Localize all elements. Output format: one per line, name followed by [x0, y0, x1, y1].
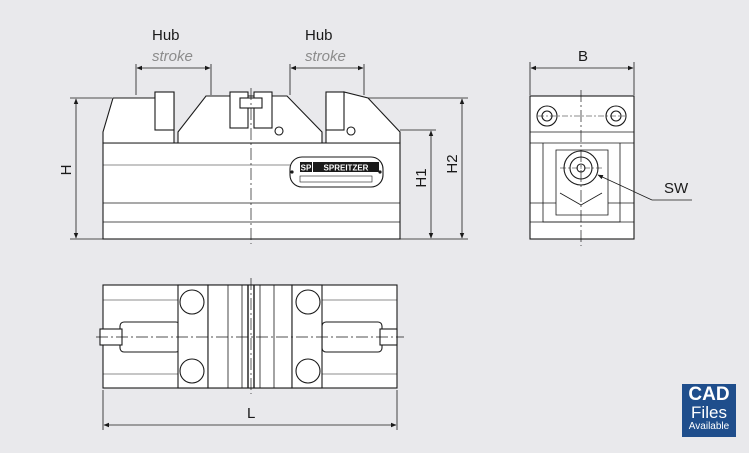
- bore-icon: [295, 358, 321, 384]
- sw-leader: [597, 174, 692, 201]
- badge-line-3: Available: [688, 421, 730, 432]
- hub-label-left: Hub: [152, 27, 180, 44]
- cad-files-badge[interactable]: CAD Files Available: [682, 384, 736, 437]
- pin-icon: [274, 126, 284, 136]
- dim-H2: H2: [444, 154, 461, 173]
- dim-H1: H1: [413, 168, 430, 187]
- width-dim: [529, 62, 635, 95]
- top-view: [99, 284, 398, 389]
- height-dims: [70, 97, 468, 240]
- dim-SW: SW: [664, 180, 689, 197]
- stroke-label-right: stroke: [305, 48, 346, 65]
- hub-label-right: Hub: [305, 27, 333, 44]
- badge-line-1: CAD: [688, 384, 730, 405]
- bore-icon: [179, 289, 205, 315]
- hub-stroke-dims: [135, 64, 365, 95]
- nameplate-brand: SPREITZER: [324, 164, 369, 173]
- badge-line-2: Files: [691, 403, 727, 422]
- center-jaw: [177, 95, 323, 144]
- side-view: [529, 95, 635, 240]
- front-view: [102, 91, 401, 240]
- stroke-label-left: stroke: [152, 48, 193, 65]
- pin-icon: [346, 126, 356, 136]
- dim-L: L: [247, 405, 255, 422]
- length-dim: [102, 390, 398, 430]
- bore-icon: [179, 358, 205, 384]
- dim-B: B: [578, 48, 588, 65]
- dim-H: H: [58, 165, 75, 176]
- nameplate-logo: SP: [301, 164, 312, 173]
- bore-icon: [295, 289, 321, 315]
- top-center-jaw: [207, 284, 293, 389]
